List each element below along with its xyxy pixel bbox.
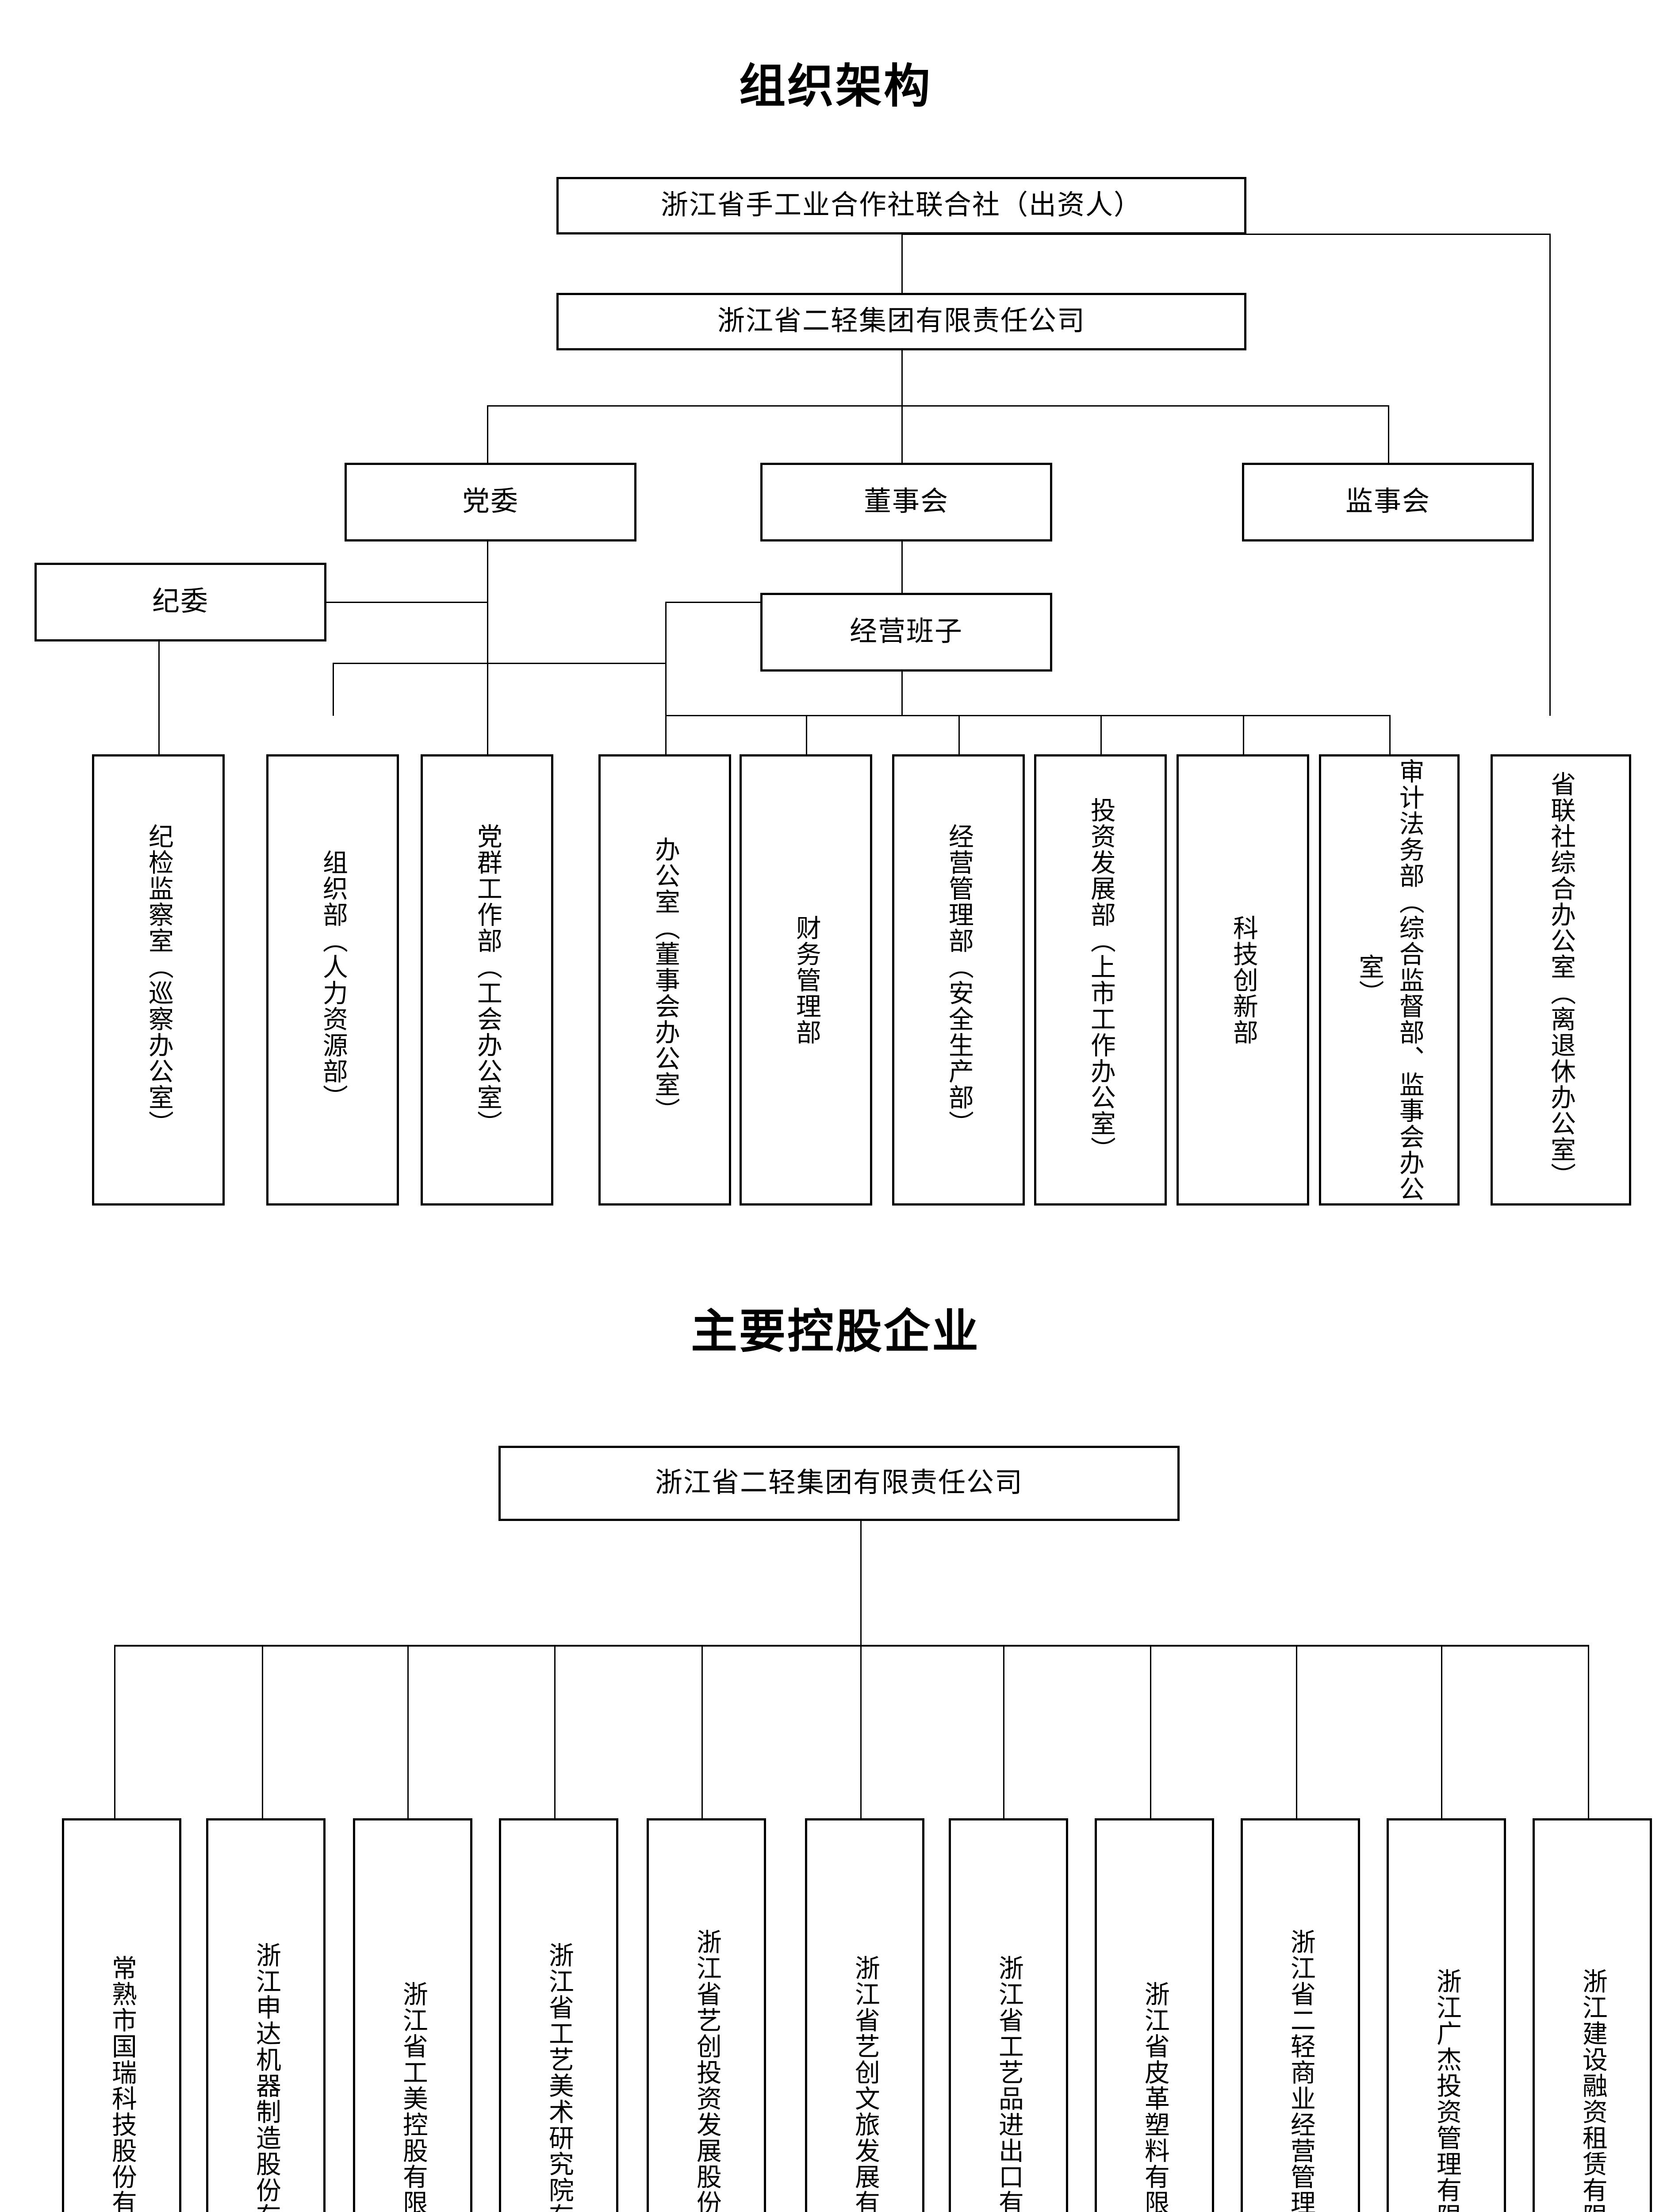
node-subsidiary-handicrafts-import-export-label: 浙江省工艺品进出口有限公司 <box>995 1955 1023 2212</box>
node-subsidiary-gongmei-holding-label: 浙江省工美控股有限公司 <box>399 1981 427 2212</box>
node-subsidiary-arts-crafts-research[interactable]: 浙江省工艺美术研究院有限公司 <box>499 1818 618 2212</box>
node-dept-audit-legal[interactable]: 审计法务部（综合监督部、监事会办公室） <box>1319 754 1460 1206</box>
connector-root-right-vertical <box>1549 234 1551 716</box>
connector-departments-bus <box>665 715 1391 716</box>
node-dept-technology-innovation[interactable]: 科技创新部 <box>1177 754 1309 1206</box>
node-dept-finance[interactable]: 财务管理部 <box>740 754 872 1206</box>
node-supervisory-board[interactable]: 监事会 <box>1242 463 1534 541</box>
connector-to-dept-audit <box>1389 715 1391 756</box>
node-dept-discipline-inspection[interactable]: 纪检监察室（巡察办公室） <box>92 754 225 1206</box>
connector-governance-bus <box>487 405 1389 407</box>
node-subsidiary-yichuang-culture-tourism[interactable]: 浙江省艺创文旅发展有限公司 <box>805 1818 924 2212</box>
node-subsidiary-commercial-management[interactable]: 浙江省二轻商业经营管理有限公司 <box>1241 1818 1360 2212</box>
node-dept-investment[interactable]: 投资发展部（上市工作办公室） <box>1034 754 1167 1206</box>
page-title-org-chart: 组织架构 <box>739 61 932 112</box>
node-party-committee[interactable]: 党委 <box>345 463 636 541</box>
node-group-company[interactable]: 浙江省二轻集团有限责任公司 <box>556 293 1246 350</box>
node-subsidiary-commercial-management-label: 浙江省二轻商业经营管理有限公司 <box>1287 1929 1315 2212</box>
connector-leg-dept-party-work <box>487 715 488 756</box>
node-subsidiary-gongmei-holding[interactable]: 浙江省工美控股有限公司 <box>353 1818 472 2212</box>
node-management-team-label: 经营班子 <box>849 617 963 647</box>
node-dept-operations-label: 经营管理部（安全生产部） <box>945 823 973 1137</box>
node-subsidiaries-parent[interactable]: 浙江省二轻集团有限责任公司 <box>498 1446 1180 1521</box>
connector-to-dept-operations <box>958 715 960 756</box>
node-subsidiary-shenda-machinery[interactable]: 浙江申达机器制造股份有限公司 <box>206 1818 326 2212</box>
connector-left-departments-bus <box>333 663 665 664</box>
node-dept-organization-label: 组织部（人力资源部） <box>319 849 347 1110</box>
connector-board-left-riser <box>665 602 667 716</box>
connector-to-dept-organization <box>333 663 334 716</box>
node-dept-general-office[interactable]: 办公室（董事会办公室） <box>598 754 731 1206</box>
node-management-team[interactable]: 经营班子 <box>760 593 1052 672</box>
node-subsidiary-yichuang-culture-tourism-label: 浙江省艺创文旅发展有限公司 <box>851 1955 879 2212</box>
connector-leg-subsidiary-10 <box>1441 1645 1442 1822</box>
connector-party-committee-down <box>487 541 488 716</box>
connector-leg-subsidiary-5 <box>701 1645 703 1822</box>
node-board-of-directors[interactable]: 董事会 <box>760 463 1052 541</box>
connector-board-left-stub <box>665 602 760 603</box>
node-subsidiary-leather-plastics-label: 浙江省皮革塑料有限公司 <box>1141 1981 1169 2212</box>
connector-leg-subsidiary-8 <box>1150 1645 1151 1822</box>
node-root-investor-label: 浙江省手工业合作社联合社（出资人） <box>660 190 1142 221</box>
node-dept-organization[interactable]: 组织部（人力资源部） <box>266 754 399 1206</box>
node-dept-discipline-inspection-label: 纪检监察室（巡察办公室） <box>145 823 173 1137</box>
connector-discipline-down <box>158 641 160 716</box>
node-discipline-committee-label: 纪委 <box>152 587 209 617</box>
connector-to-dept-office <box>665 715 667 756</box>
node-subsidiary-guangjie-investment-label: 浙江广杰投资管理有限公司 <box>1433 1968 1461 2212</box>
node-subsidiary-guorui-technology-label: 常熟市国瑞科技股份有限公司 <box>108 1955 136 2212</box>
connector-leg-subsidiary-2 <box>262 1645 263 1822</box>
node-dept-finance-label: 财务管理部 <box>792 914 820 1045</box>
node-root-investor[interactable]: 浙江省手工业合作社联合社（出资人） <box>556 177 1246 234</box>
node-dept-provincial-federation-office[interactable]: 省联社综合办公室（离退休办公室） <box>1491 754 1631 1206</box>
connector-leg-subsidiary-3 <box>407 1645 409 1822</box>
connector-subsidiaries-bus <box>114 1645 1589 1647</box>
node-dept-technology-innovation-label: 科技创新部 <box>1229 914 1257 1045</box>
node-dept-investment-label: 投资发展部（上市工作办公室） <box>1087 797 1115 1163</box>
connector-board-to-management <box>901 541 903 593</box>
connector-leg-subsidiary-6 <box>860 1645 862 1822</box>
node-subsidiary-handicrafts-import-export[interactable]: 浙江省工艺品进出口有限公司 <box>949 1818 1068 2212</box>
connector-leg-subsidiary-9 <box>1296 1645 1297 1822</box>
node-subsidiary-construction-leasing-label: 浙江建设融资租赁有限公司 <box>1579 1968 1607 2212</box>
node-subsidiary-yichuang-investment[interactable]: 浙江省艺创投资发展股份有限公司 <box>647 1818 766 2212</box>
node-dept-general-office-label: 办公室（董事会办公室） <box>651 836 679 1124</box>
node-subsidiary-leather-plastics[interactable]: 浙江省皮革塑料有限公司 <box>1095 1818 1214 2212</box>
node-party-committee-label: 党委 <box>462 487 519 517</box>
node-board-of-directors-label: 董事会 <box>863 487 949 517</box>
node-subsidiary-guangjie-investment[interactable]: 浙江广杰投资管理有限公司 <box>1387 1818 1506 2212</box>
connector-to-dept-finance <box>806 715 807 756</box>
node-subsidiary-yichuang-investment-label: 浙江省艺创投资发展股份有限公司 <box>693 1929 721 2212</box>
connector-to-dept-technology <box>1243 715 1244 756</box>
node-supervisory-board-label: 监事会 <box>1345 487 1430 517</box>
node-subsidiary-arts-crafts-research-label: 浙江省工艺美术研究院有限公司 <box>545 1942 573 2212</box>
connector-leg-subsidiary-1 <box>114 1645 115 1822</box>
connector-to-party-committee <box>487 405 488 464</box>
page-title-subsidiaries: 主要控股企业 <box>690 1306 980 1358</box>
connector-root-to-company <box>901 234 903 293</box>
connector-leg-subsidiary-4 <box>554 1645 556 1822</box>
connector-discipline-to-party <box>326 602 488 603</box>
connector-leg-dept-discipline <box>158 715 160 756</box>
node-group-company-label: 浙江省二轻集团有限责任公司 <box>717 306 1085 337</box>
node-subsidiaries-parent-label: 浙江省二轻集团有限责任公司 <box>655 1468 1023 1498</box>
connector-leg-subsidiary-11 <box>1588 1645 1589 1822</box>
connector-management-down <box>901 672 903 716</box>
connector-subsidiaries-parent-down <box>860 1521 862 1646</box>
node-subsidiary-shenda-machinery-label: 浙江申达机器制造股份有限公司 <box>252 1942 280 2212</box>
node-dept-audit-legal-label: 审计法务部（综合监督部、监事会办公室） <box>1355 758 1424 1202</box>
connector-company-down <box>901 350 903 406</box>
node-dept-provincial-federation-office-label: 省联社综合办公室（离退休办公室） <box>1547 771 1575 1189</box>
node-dept-party-work-label: 党群工作部（工会办公室） <box>473 823 502 1137</box>
connector-leg-subsidiary-7 <box>1003 1645 1004 1822</box>
node-subsidiary-guorui-technology[interactable]: 常熟市国瑞科技股份有限公司 <box>62 1818 181 2212</box>
node-discipline-committee[interactable]: 纪委 <box>34 563 326 641</box>
connector-to-supervisory-board <box>1388 405 1389 464</box>
connector-to-dept-investment <box>1100 715 1102 756</box>
node-dept-operations[interactable]: 经营管理部（安全生产部） <box>892 754 1025 1206</box>
node-subsidiary-construction-leasing[interactable]: 浙江建设融资租赁有限公司 <box>1533 1818 1652 2212</box>
node-dept-party-work[interactable]: 党群工作部（工会办公室） <box>421 754 553 1206</box>
connector-to-board <box>901 405 903 464</box>
